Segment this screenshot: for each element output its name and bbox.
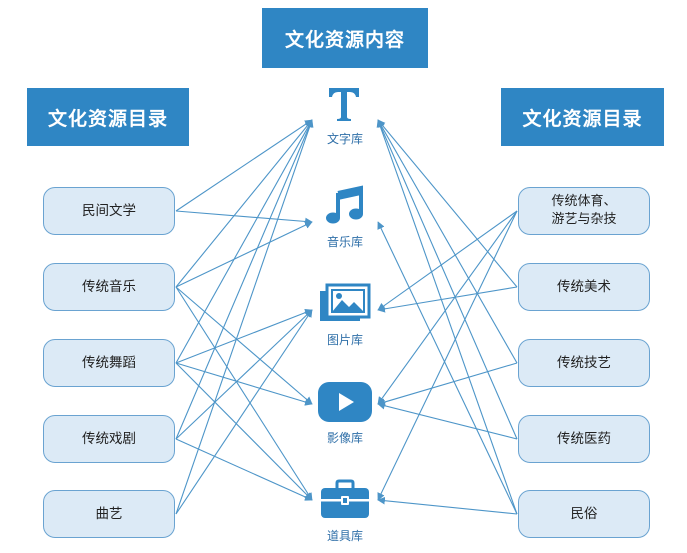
link-left-1-to-lib-3	[175, 286, 313, 405]
link-left-4-to-lib-2	[175, 309, 313, 515]
link-left-3-to-lib-0	[175, 119, 313, 440]
link-right-4-to-lib-0	[376, 119, 518, 515]
link-right-4-to-lib-4	[377, 496, 518, 515]
left-node-traditional-drama[interactable]: 传统戏剧	[43, 415, 175, 463]
link-left-0-to-lib-0	[175, 119, 313, 212]
content-header: 文化资源内容	[262, 8, 428, 68]
left-catalog-header: 文化资源目录	[27, 88, 189, 146]
link-right-0-to-lib-4	[377, 210, 518, 501]
link-left-1-to-lib-4	[175, 286, 313, 501]
link-left-2-to-lib-0	[175, 119, 313, 364]
link-right-0-to-lib-2	[377, 210, 518, 311]
link-right-4-to-lib-1	[377, 221, 518, 515]
link-left-3-to-lib-2	[175, 309, 313, 440]
link-right-3-to-lib-3	[377, 401, 518, 440]
link-right-3-to-lib-0	[377, 119, 518, 440]
library-label-video: 影像库	[326, 431, 363, 445]
link-left-0-to-lib-1	[175, 210, 313, 226]
link-left-4-to-lib-0	[175, 119, 314, 515]
right-node-folk-custom[interactable]: 民俗	[518, 490, 650, 538]
library-label-image: 图片库	[326, 333, 363, 347]
video-play-icon	[317, 381, 373, 423]
link-left-2-to-lib-3	[175, 362, 313, 406]
link-left-3-to-lib-4	[175, 438, 313, 501]
library-label-props: 道具库	[326, 529, 363, 543]
link-left-2-to-lib-2	[175, 308, 313, 364]
right-node-traditional-medicine[interactable]: 传统医药	[518, 415, 650, 463]
library-label-text: 文字库	[326, 132, 363, 146]
left-node-quyi[interactable]: 曲艺	[43, 490, 175, 538]
library-label-music: 音乐库	[326, 235, 363, 249]
link-left-1-to-lib-1	[175, 221, 313, 288]
text-T-icon	[327, 86, 361, 122]
left-node-folk-literature[interactable]: 民间文学	[43, 187, 175, 235]
link-right-2-to-lib-3	[377, 362, 518, 406]
left-node-traditional-dance[interactable]: 传统舞蹈	[43, 339, 175, 387]
image-gallery-icon	[318, 283, 372, 325]
right-catalog-header: 文化资源目录	[501, 88, 664, 146]
link-right-1-to-lib-0	[377, 119, 518, 288]
link-right-2-to-lib-0	[377, 119, 518, 364]
right-node-sports-acrobatics[interactable]: 传统体育、 游艺与杂技	[518, 187, 650, 235]
link-right-1-to-lib-2	[377, 286, 518, 313]
link-right-0-to-lib-3	[377, 210, 518, 405]
left-node-traditional-music[interactable]: 传统音乐	[43, 263, 175, 311]
toolbox-icon	[320, 479, 370, 521]
music-note-icon	[325, 185, 365, 225]
link-left-1-to-lib-0	[175, 119, 313, 288]
right-node-traditional-art[interactable]: 传统美术	[518, 263, 650, 311]
right-node-traditional-craft[interactable]: 传统技艺	[518, 339, 650, 387]
